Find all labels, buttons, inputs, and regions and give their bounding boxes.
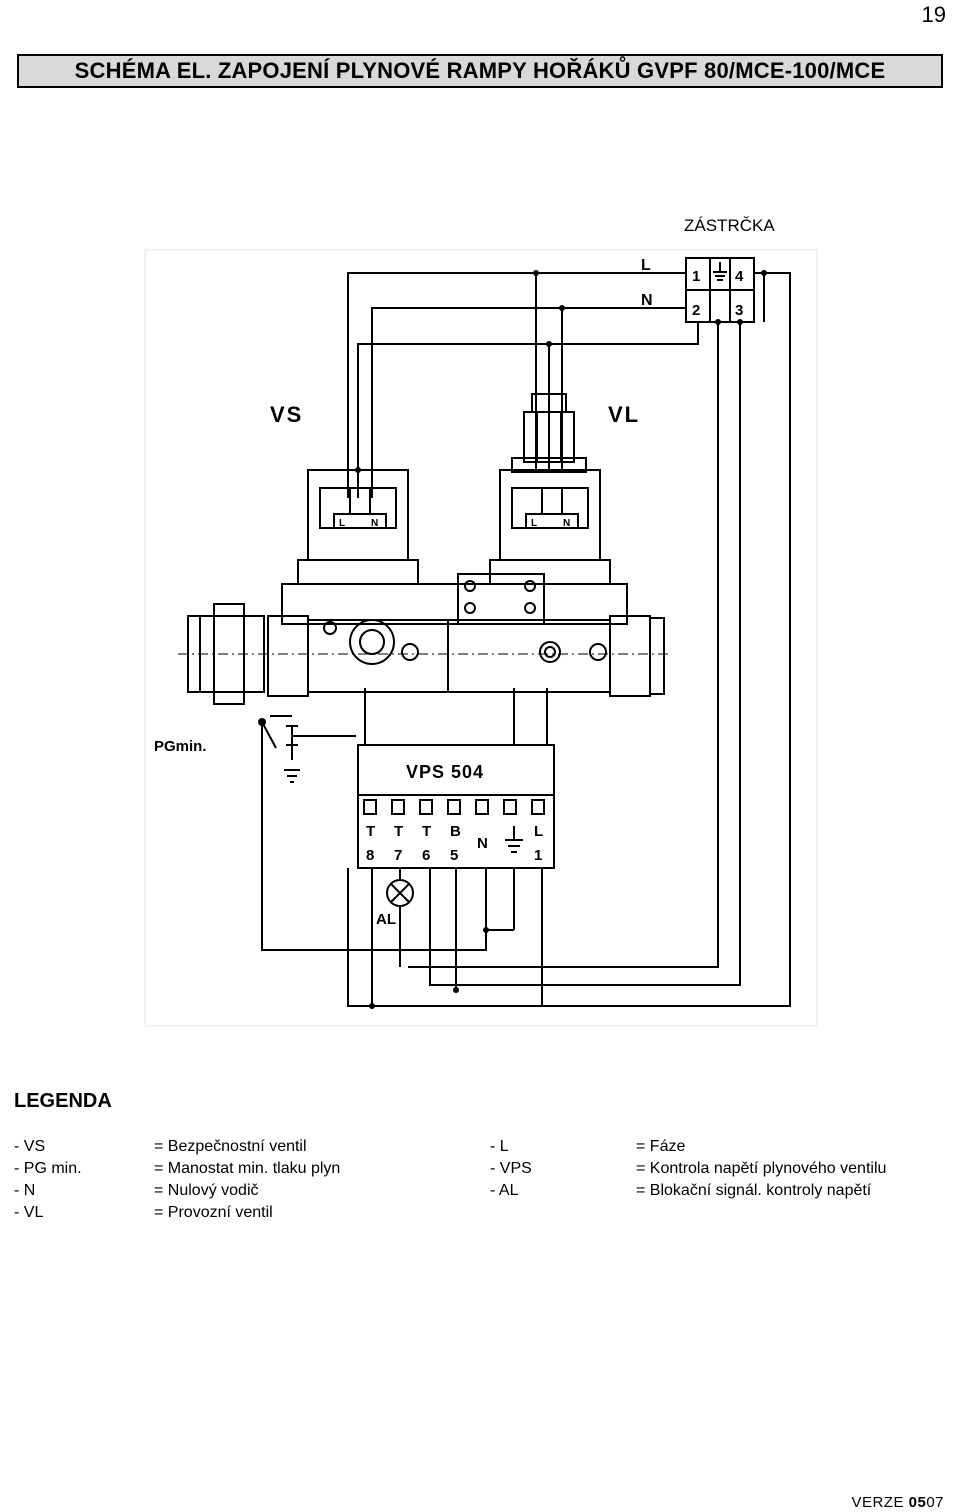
version-label: VERZE 0507 bbox=[851, 1494, 944, 1511]
legend-row: - PG min. = Manostat min. tlaku plyn - V… bbox=[14, 1160, 944, 1182]
vps-terminal-t6-top: T bbox=[422, 823, 431, 840]
legend-row: - N = Nulový vodič - AL = Blokační signá… bbox=[14, 1182, 944, 1204]
legend-value: = Nulový vodič bbox=[154, 1182, 259, 1199]
wiring-diagram: ZÁSTRČKA L N 1 4 2 3 bbox=[144, 216, 818, 1027]
vps-terminal-1: 1 bbox=[534, 847, 542, 864]
legend-key: - VS bbox=[14, 1138, 46, 1155]
legend-row: - VS = Bezpečnostní ventil - L = Fáze bbox=[14, 1138, 944, 1160]
legend-key: - L bbox=[490, 1138, 509, 1155]
plug-pin-1: 1 bbox=[692, 268, 700, 285]
label-vl: VL bbox=[608, 402, 640, 427]
vs-coil-terminal-n: N bbox=[371, 518, 378, 529]
legend: - VS = Bezpečnostní ventil - L = Fáze - … bbox=[14, 1138, 944, 1226]
legend-value: = Blokační signál. kontroly napětí bbox=[636, 1182, 872, 1199]
vps-label: VPS 504 bbox=[406, 762, 484, 782]
vps-terminal-b5-top: B bbox=[450, 823, 461, 840]
plug-connector bbox=[685, 257, 755, 323]
legend-value: = Fáze bbox=[636, 1138, 686, 1155]
legend-title: LEGENDA bbox=[14, 1090, 112, 1112]
plug-label: ZÁSTRČKA bbox=[684, 216, 775, 235]
version-suffix: 07 bbox=[926, 1494, 944, 1511]
label-l: L bbox=[641, 257, 651, 274]
legend-key: - N bbox=[14, 1182, 36, 1199]
legend-key: - VPS bbox=[490, 1160, 532, 1177]
vl-coil bbox=[499, 469, 601, 561]
page-number: 19 bbox=[921, 2, 946, 27]
vps-terminal-t7-top: T bbox=[394, 823, 403, 840]
vps-terminal-n: N bbox=[477, 835, 488, 852]
vps-terminal-6: 6 bbox=[422, 847, 430, 864]
vl-coil-terminal-n: N bbox=[563, 518, 570, 529]
legend-key: - PG min. bbox=[14, 1160, 82, 1177]
vs-coil-terminal-l: L bbox=[339, 518, 345, 529]
version-bold: 05 bbox=[908, 1494, 927, 1511]
vps-terminal-l1-top: L bbox=[534, 823, 543, 840]
legend-key: - AL bbox=[490, 1182, 519, 1199]
vl-actuator bbox=[511, 393, 587, 473]
legend-value: = Bezpečnostní ventil bbox=[154, 1138, 307, 1155]
legend-key: - VL bbox=[14, 1204, 44, 1221]
plug-pin-2: 2 bbox=[692, 302, 700, 319]
vps-unit bbox=[357, 744, 555, 869]
legend-value: = Provozní ventil bbox=[154, 1204, 273, 1221]
label-pgmin: PGmin. bbox=[154, 738, 207, 755]
plug-pin-3: 3 bbox=[735, 302, 743, 319]
plug-pin-4: 4 bbox=[735, 268, 744, 285]
vps-terminal-7: 7 bbox=[394, 847, 402, 864]
label-vs: VS bbox=[270, 402, 303, 427]
pgmin-switch bbox=[258, 715, 356, 783]
vl-coil-terminal-l: L bbox=[531, 518, 537, 529]
label-n: N bbox=[641, 292, 653, 309]
wires bbox=[261, 272, 791, 1007]
vps-terminal-t8-top: T bbox=[366, 823, 375, 840]
al-lamp-icon bbox=[386, 879, 414, 907]
vps-terminal-5: 5 bbox=[450, 847, 458, 864]
legend-value: = Kontrola napětí plynového ventilu bbox=[636, 1160, 887, 1177]
legend-value: = Manostat min. tlaku plyn bbox=[154, 1160, 341, 1177]
diagram-frame bbox=[144, 249, 818, 1027]
page-title: SCHÉMA EL. ZAPOJENÍ PLYNOVÉ RAMPY HOŘÁKŮ… bbox=[17, 54, 943, 88]
vps-terminal-8: 8 bbox=[366, 847, 374, 864]
version-prefix: VERZE bbox=[851, 1494, 909, 1511]
valve-body bbox=[187, 559, 665, 705]
label-al: AL bbox=[376, 911, 396, 928]
legend-row: - VL = Provozní ventil bbox=[14, 1204, 944, 1226]
